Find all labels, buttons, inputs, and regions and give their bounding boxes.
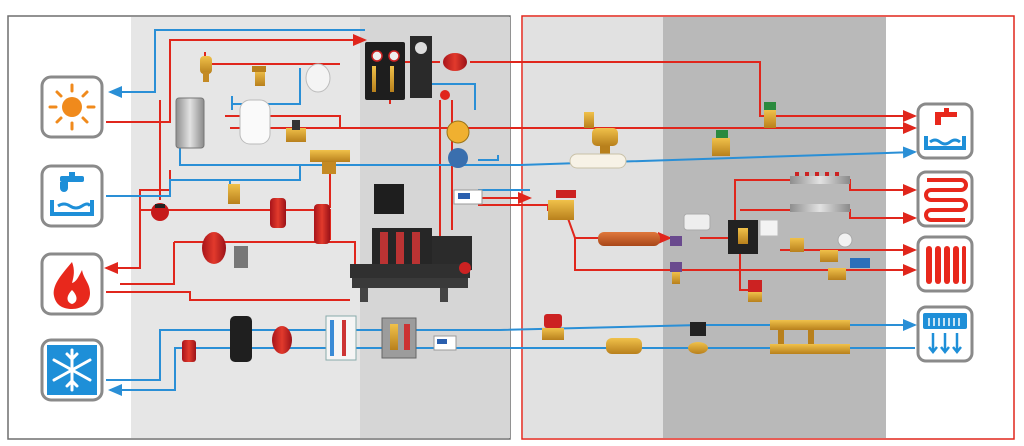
expansion-vessel	[272, 326, 292, 354]
zone-valve	[548, 190, 576, 220]
radiator-valve	[670, 236, 682, 284]
balancing-valve	[606, 338, 642, 354]
manifold	[770, 320, 850, 354]
radiator-icon-tile	[916, 235, 974, 293]
thermostatic-mixer	[286, 120, 306, 142]
flame-icon-tile	[40, 252, 104, 316]
radiator-valve	[748, 232, 870, 302]
cooling-station	[325, 315, 417, 361]
filter	[310, 150, 350, 174]
manifold	[350, 262, 471, 302]
snowflake-icon	[47, 345, 97, 395]
pump-group	[372, 184, 472, 270]
flame-icon	[53, 262, 90, 309]
radiator-icon	[926, 246, 966, 284]
thermostatic-mixer	[683, 213, 779, 254]
hot-cold-water-icon-tile	[916, 102, 974, 160]
actuator	[542, 314, 564, 340]
heat-meter	[453, 189, 483, 205]
buffer-tank	[598, 232, 660, 246]
storage-tank	[569, 153, 627, 169]
water-heater	[239, 99, 271, 145]
solar-station	[365, 36, 432, 100]
storage-tank	[175, 97, 205, 149]
radiator-valve	[712, 102, 776, 156]
floor-heating-icon	[924, 178, 968, 222]
sun-icon-tile	[40, 75, 104, 139]
snowflake-icon-tile	[40, 338, 104, 402]
expansion-vessel	[440, 53, 467, 100]
heat-meter	[433, 335, 457, 351]
buffer-tank	[230, 316, 252, 362]
right-band-light	[523, 17, 663, 438]
hot-pipework	[104, 34, 917, 301]
air-vent	[200, 56, 212, 82]
water-tap-icon	[50, 172, 94, 216]
balancing-valve	[584, 112, 618, 154]
safety-valve	[228, 184, 240, 204]
cooling-unit-icon-tile	[916, 305, 974, 363]
safety-valve	[252, 66, 266, 86]
floor-manifold	[790, 172, 850, 212]
floor-heating-icon-tile	[916, 170, 974, 228]
water-tap-icon-tile	[40, 164, 104, 228]
actuator	[688, 322, 708, 354]
left-band-light	[131, 17, 386, 438]
water-meter	[446, 120, 470, 168]
hydraulic-separator	[182, 340, 196, 362]
expansion-vessel	[202, 232, 248, 268]
sun-icon	[48, 83, 96, 131]
hydraulic-separator	[270, 198, 330, 244]
cooling-unit-icon	[923, 313, 967, 355]
zone-valve	[151, 203, 169, 221]
expansion-vessel	[305, 63, 331, 93]
water-tap-icon	[924, 108, 966, 150]
